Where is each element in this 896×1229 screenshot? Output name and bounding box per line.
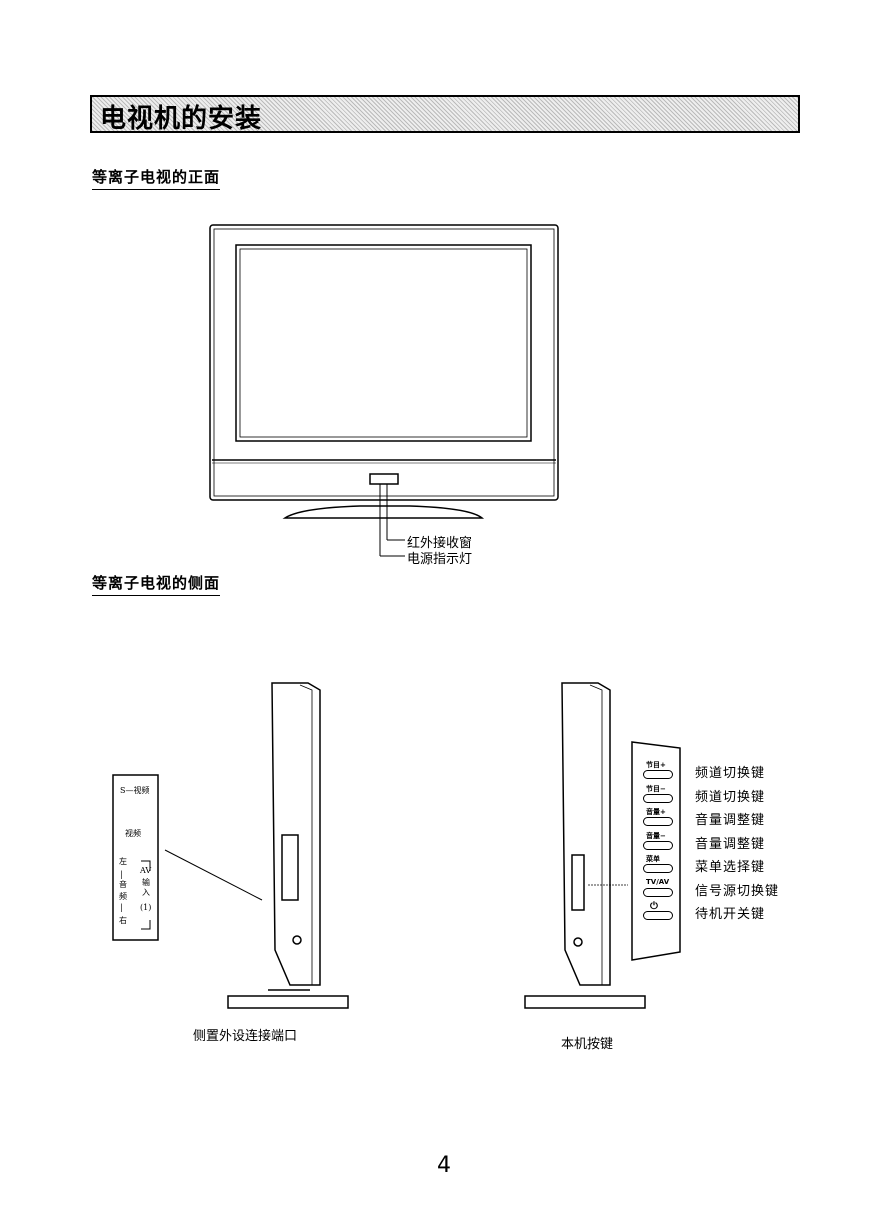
tv-side-left-diagram: [112, 682, 349, 1009]
port-s-video-label: S—视频: [120, 786, 150, 795]
button-description: 菜单选择键: [695, 860, 766, 875]
tv-side-right-diagram: [524, 682, 681, 1009]
panel-button[interactable]: [643, 770, 673, 779]
button-description: 信号源切换键: [695, 883, 780, 899]
panel-key-label: 音量+: [646, 808, 666, 816]
panel-button[interactable]: [643, 840, 673, 850]
button-description: 待机开关键: [695, 907, 766, 922]
port-input-label-1: 输: [142, 878, 150, 887]
panel-key-label: TV/AV: [646, 877, 670, 886]
panel-key-label: 菜单: [646, 855, 660, 863]
left-caption: 侧置外设连接端口: [193, 1029, 298, 1044]
callout-ir-window: 红外接收窗: [407, 536, 473, 551]
tv-front-diagram: [209, 224, 559, 557]
port-video-label: 视频: [125, 829, 141, 838]
port-audio-label-2: 频: [119, 892, 127, 901]
port-av-label: AV: [140, 866, 152, 875]
right-caption: 本机按键: [561, 1037, 614, 1052]
panel-button[interactable]: [643, 817, 673, 826]
port-audio-label-1: 音: [119, 880, 127, 889]
front-heading: 等离子电视的正面: [92, 166, 221, 190]
side-port-panel: S—视频 视频 左 | 音 频 | 右 AV 输 入 (1): [119, 786, 152, 925]
panel-key-label: 音量−: [646, 831, 666, 840]
panel-button[interactable]: [643, 911, 673, 920]
port-audio-left-label: 左: [119, 857, 127, 866]
section-title-bar: 电视机的安装: [90, 95, 800, 134]
section-title: 电视机的安装: [100, 104, 263, 134]
power-icon: ⏻: [650, 901, 658, 912]
callout-power-indicator: 电源指示灯: [407, 552, 473, 567]
button-description: 音量调整键: [695, 836, 766, 852]
panel-button[interactable]: [643, 887, 673, 897]
panel-button[interactable]: [643, 793, 673, 803]
button-description: 音量调整键: [695, 813, 766, 828]
port-input-label-2: 入: [142, 888, 150, 897]
port-audio-right-label: 右: [119, 916, 127, 925]
page-number: 4: [437, 1153, 451, 1178]
side-heading: 等离子电视的侧面: [92, 572, 221, 596]
panel-key-label: 节目+: [646, 761, 666, 769]
button-description: 频道切换键: [695, 789, 766, 805]
button-description: 频道切换键: [695, 766, 766, 781]
panel-key-label: 节目−: [646, 784, 666, 793]
panel-button[interactable]: [643, 864, 673, 873]
port-index-label: (1): [140, 903, 152, 912]
